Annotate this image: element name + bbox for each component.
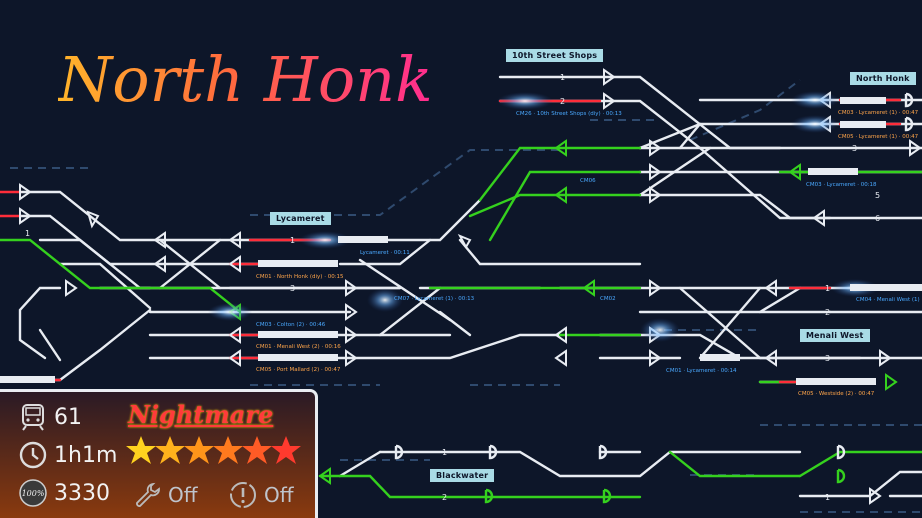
star-icon [213, 436, 243, 464]
star-icon [242, 436, 272, 464]
track-label: CM03 · Colton (2) · 00:46 [256, 322, 326, 328]
star-icon [271, 436, 301, 464]
score-value: 3330 [54, 480, 110, 506]
station-blackwater[interactable]: Blackwater [430, 469, 495, 482]
track-label: CM06 [580, 178, 596, 184]
buffer-stops-green [484, 468, 846, 504]
level-title: North Honk [58, 40, 433, 120]
stats-panel: 61 1h1m 100% 3330 Nightmare Off Off [0, 389, 318, 518]
svg-text:6: 6 [875, 214, 880, 223]
svg-text:1: 1 [825, 493, 830, 502]
alerts-toggle[interactable]: Off [228, 480, 294, 510]
track-label: CM03 · Lycameret · 00:18 [806, 182, 877, 188]
train-glows [208, 91, 879, 342]
star-icon [126, 436, 156, 464]
buffer-stops [394, 92, 914, 460]
time-stat: 1h1m [18, 440, 117, 470]
svg-text:1: 1 [290, 236, 295, 245]
svg-text:2: 2 [560, 97, 565, 106]
svg-text:1: 1 [825, 284, 830, 293]
train-icon [22, 404, 44, 431]
svg-text:2: 2 [442, 493, 447, 502]
svg-text:3: 3 [825, 354, 830, 363]
score-stat: 100% 3330 [18, 478, 110, 508]
track-label: CM03 · Lycameret (1) · 00:47 [838, 110, 919, 116]
svg-text:1: 1 [442, 448, 447, 457]
svg-text:3: 3 [290, 284, 295, 293]
percent-badge-icon: 100% [19, 479, 47, 507]
star-icon [184, 436, 214, 464]
track-label: CM01 · North Honk (diy) · 00:15 [256, 274, 344, 280]
score-icon-text: 100% [22, 489, 45, 498]
track-label: CM02 [600, 296, 616, 302]
station-north-honk[interactable]: North Honk [850, 72, 916, 85]
difficulty-stars [126, 436, 301, 464]
svg-text:5: 5 [875, 191, 880, 200]
track-label: CM05 · Westside (2) · 00:47 [798, 391, 875, 397]
track-label: CM07 · Lycameret (1) · 00:13 [394, 296, 475, 302]
tools-toggle[interactable]: Off [132, 480, 198, 510]
trains [0, 97, 922, 385]
trains-count: 61 [54, 404, 82, 430]
time-value: 1h1m [54, 442, 118, 468]
star-icon [155, 436, 185, 464]
clock-icon [19, 441, 47, 469]
track-label: CM05 · Lycameret (1) · 00:47 [838, 134, 919, 140]
track-label: CM01 · Lycameret · 00:14 [666, 368, 737, 374]
svg-text:2: 2 [825, 308, 830, 317]
station-menali-west[interactable]: Menali West [800, 329, 870, 342]
track-label: CM04 · Menali West (1) [856, 297, 920, 303]
track-label: CM01 · Menali West (2) · 00:16 [256, 344, 341, 350]
wrench-icon [136, 482, 160, 507]
difficulty-label: Nightmare [128, 400, 274, 429]
alerts-value: Off [264, 483, 294, 507]
signals [19, 68, 922, 505]
tools-value: Off [168, 483, 198, 507]
svg-text:3: 3 [852, 144, 857, 153]
alert-icon [230, 482, 256, 508]
track-numbers: 1 2 3 5 6 1 3 1 2 3 1 2 1 1 [25, 73, 880, 502]
track-label: CM05 · Port Mallard (2) · 00:47 [256, 367, 341, 373]
track-label: Lycameret · 00:11 [360, 250, 410, 256]
station-lycameret[interactable]: Lycameret [270, 212, 331, 225]
trains-stat: 61 [18, 402, 82, 432]
track-label: CM26 · 10th Street Shops (diy) · 00:13 [516, 111, 622, 117]
svg-text:1: 1 [560, 73, 565, 82]
svg-text:1: 1 [25, 229, 30, 238]
station-tenth-street[interactable]: 10th Street Shops [506, 49, 604, 62]
